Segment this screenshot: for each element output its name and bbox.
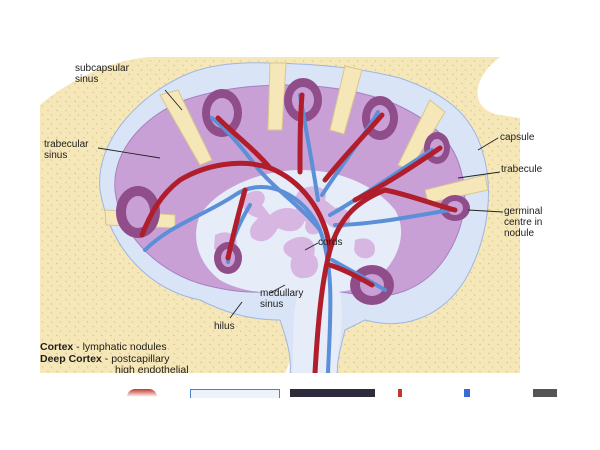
label-line: sinus — [44, 150, 67, 161]
label-cords: cords — [318, 237, 342, 248]
nodule — [116, 186, 160, 238]
legend-deep-cortex-cont: high endothelial — [115, 364, 189, 373]
thumbnail-4[interactable] — [398, 389, 402, 397]
label-line: sinus — [75, 74, 98, 85]
label-line: sinus — [260, 299, 283, 310]
nodule — [202, 89, 242, 137]
label-line: subcapsular — [75, 63, 130, 74]
label-line: germinal — [504, 206, 542, 217]
legend-cortex-desc: - lymphatic nodules — [73, 341, 167, 353]
thumbnail-6[interactable] — [533, 389, 557, 397]
legend-deep-desc: - postcapillary — [101, 353, 170, 365]
label-subcapsular-sinus: subcapsular sinus — [75, 63, 132, 85]
label-line: medullary — [260, 288, 303, 299]
label-capsule: capsule — [500, 132, 535, 143]
legend-cortex-term: Cortex — [40, 341, 74, 353]
thumbnail-2[interactable] — [190, 389, 280, 398]
label-line: nodule — [504, 228, 534, 239]
label-trabecular-sinus: trabecular sinus — [44, 139, 91, 161]
label-hilus: hilus — [214, 321, 235, 332]
label-medullary-sinus: medullary sinus — [260, 288, 306, 310]
legend-deep-term: Deep Cortex — [40, 353, 102, 365]
thumbnail-3[interactable] — [290, 389, 375, 397]
thumbnail-5[interactable] — [464, 389, 470, 397]
label-trabecule: trabecule — [501, 164, 543, 175]
label-germinal-centre: germinal centre in nodule — [504, 206, 545, 239]
label-line: centre in — [504, 217, 542, 228]
leader-lines — [97, 89, 504, 319]
thumbnail-1[interactable] — [127, 389, 157, 397]
legend-deep-cortex: Deep Cortex - postcapillary — [40, 353, 170, 365]
legend-deep-desc2: high endothelial — [115, 364, 189, 373]
arteries — [139, 92, 458, 373]
legend-cortex: Cortex - lymphatic nodules — [40, 341, 167, 353]
label-line: trabecular — [44, 139, 89, 150]
